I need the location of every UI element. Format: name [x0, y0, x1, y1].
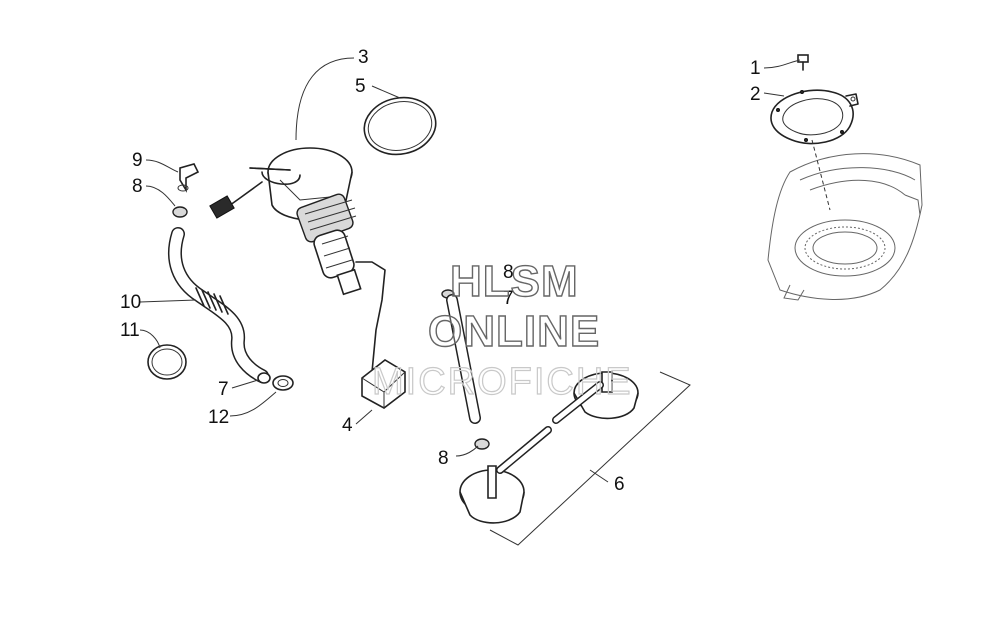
fuel-hose-part-10 — [168, 227, 271, 384]
fuel-sender-part-4 — [361, 359, 406, 409]
fuel-tank-outline — [767, 153, 923, 301]
watermark: HLSM ONLINE MICROFICHE — [371, 256, 633, 403]
band-clamp-part-11 — [147, 344, 187, 380]
callout-7a: 7 — [218, 379, 229, 400]
callout-5: 5 — [355, 76, 366, 97]
watermark-line-1: HLSM — [450, 257, 579, 306]
callout-8c: 8 — [438, 448, 449, 469]
callout-6: 6 — [614, 474, 625, 495]
callout-12: 12 — [208, 407, 229, 428]
clamp-part-8c — [474, 438, 490, 450]
flange-gasket-part-2 — [770, 89, 859, 145]
screw-part-1 — [797, 54, 809, 71]
callout-1: 1 — [750, 58, 761, 79]
callout-10: 10 — [120, 292, 141, 313]
leader-lines — [139, 57, 801, 483]
callout-7b: 7 — [503, 288, 514, 309]
o-ring-part-5 — [363, 96, 437, 156]
callout-2: 2 — [750, 84, 761, 105]
watermark-line-3: MICROFICHE — [372, 361, 633, 403]
callout-8b: 8 — [503, 262, 514, 283]
callout-4: 4 — [342, 415, 353, 436]
callout-labels: 3 5 1 2 9 8 10 11 7 12 4 8 7 8 6 — [120, 47, 761, 495]
elbow-fitting-part-9 — [177, 163, 200, 193]
filter-housing-part-6 — [459, 371, 639, 524]
fuel-line-part-7b — [446, 294, 481, 424]
callout-8a: 8 — [132, 176, 143, 197]
fuel-pump-assembly-part-3 — [209, 147, 386, 381]
clamp-part-8a — [172, 206, 188, 218]
callout-11: 11 — [120, 320, 140, 341]
hose-clamp-part-12 — [272, 375, 294, 391]
watermark-line-2: ONLINE — [428, 307, 600, 356]
callout-9: 9 — [132, 150, 143, 171]
callout-3: 3 — [358, 47, 369, 68]
